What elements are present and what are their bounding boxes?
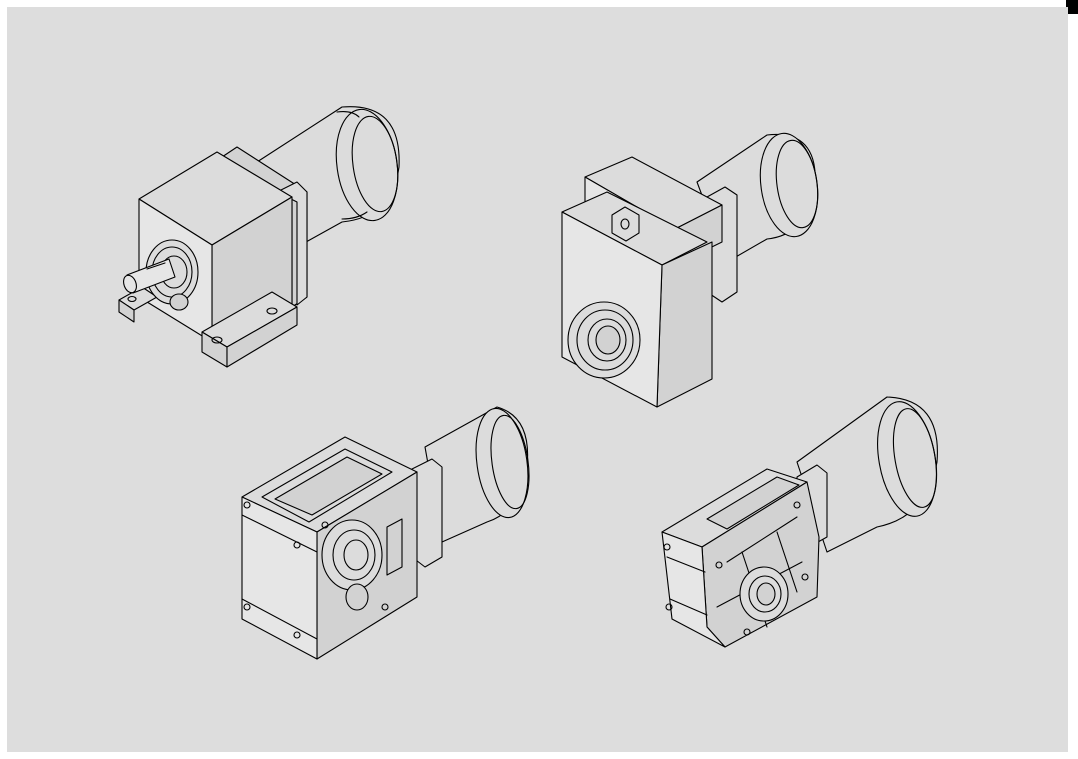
illustration-panel [7,7,1068,752]
gear-motor-figure-2 [561,132,819,408]
gear-motor-figure-3 [241,406,530,660]
corner-mark [1066,0,1078,14]
gear-motor-figure-1 [118,106,400,368]
gear-motor-figure-4 [661,396,938,648]
panel-background [7,7,1068,752]
